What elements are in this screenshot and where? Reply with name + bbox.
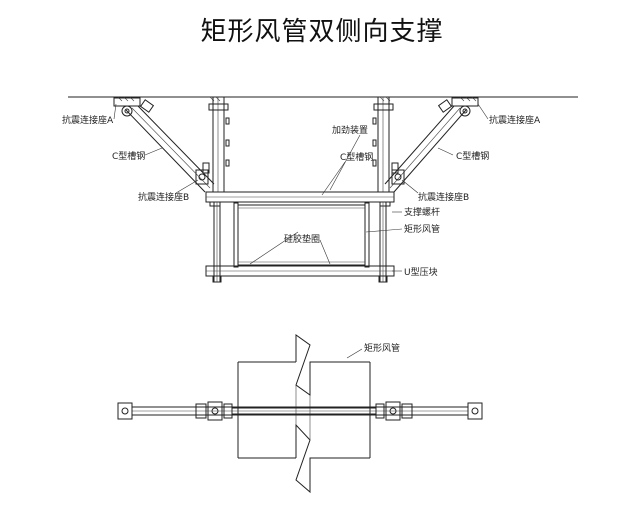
seismic-connector-b-left [195, 162, 210, 185]
seismic-connector-a-right [437, 97, 479, 117]
label-reinforcement: 加劲装置 [332, 124, 368, 136]
label-c-channel-left: C型槽钢 [112, 150, 145, 162]
label-seismic-base-b-right: 抗震连接座B [418, 191, 469, 203]
drawing-title: 矩形风管双侧向支撑 [200, 17, 443, 47]
cross-channel-bottom [205, 265, 395, 283]
label-u-clamp: U型压块 [404, 266, 438, 278]
label-c-channel-center: C型槽钢 [340, 151, 373, 163]
plan-view-duct [237, 334, 371, 494]
label-seismic-base-a-left: 抗震连接座A [62, 114, 114, 126]
vertical-channel-right [372, 97, 394, 192]
rectangular-duct [233, 202, 370, 268]
label-c-channel-right: C型槽钢 [456, 150, 489, 162]
label-rect-duct-plan: 矩形风管 [364, 342, 400, 354]
label-seismic-base-b-left: 抗震连接座B [138, 191, 189, 203]
vertical-channel-left [208, 97, 230, 192]
plan-leader [346, 348, 363, 359]
label-seismic-base-a-right: 抗震连接座A [489, 114, 541, 126]
diagonal-brace-left [125, 105, 215, 193]
label-support-rod: 支撑螺杆 [404, 206, 440, 218]
ceiling-hatch [117, 96, 477, 102]
seismic-connector-b-right [391, 162, 405, 185]
label-silicone-pad: 硅胶垫圈 [284, 233, 320, 245]
label-rect-duct: 矩形风管 [404, 223, 440, 235]
plan-brace [117, 401, 483, 421]
seismic-connector-a-left [113, 97, 155, 117]
diagonal-brace-right [384, 105, 467, 193]
leader-lines [113, 103, 489, 272]
